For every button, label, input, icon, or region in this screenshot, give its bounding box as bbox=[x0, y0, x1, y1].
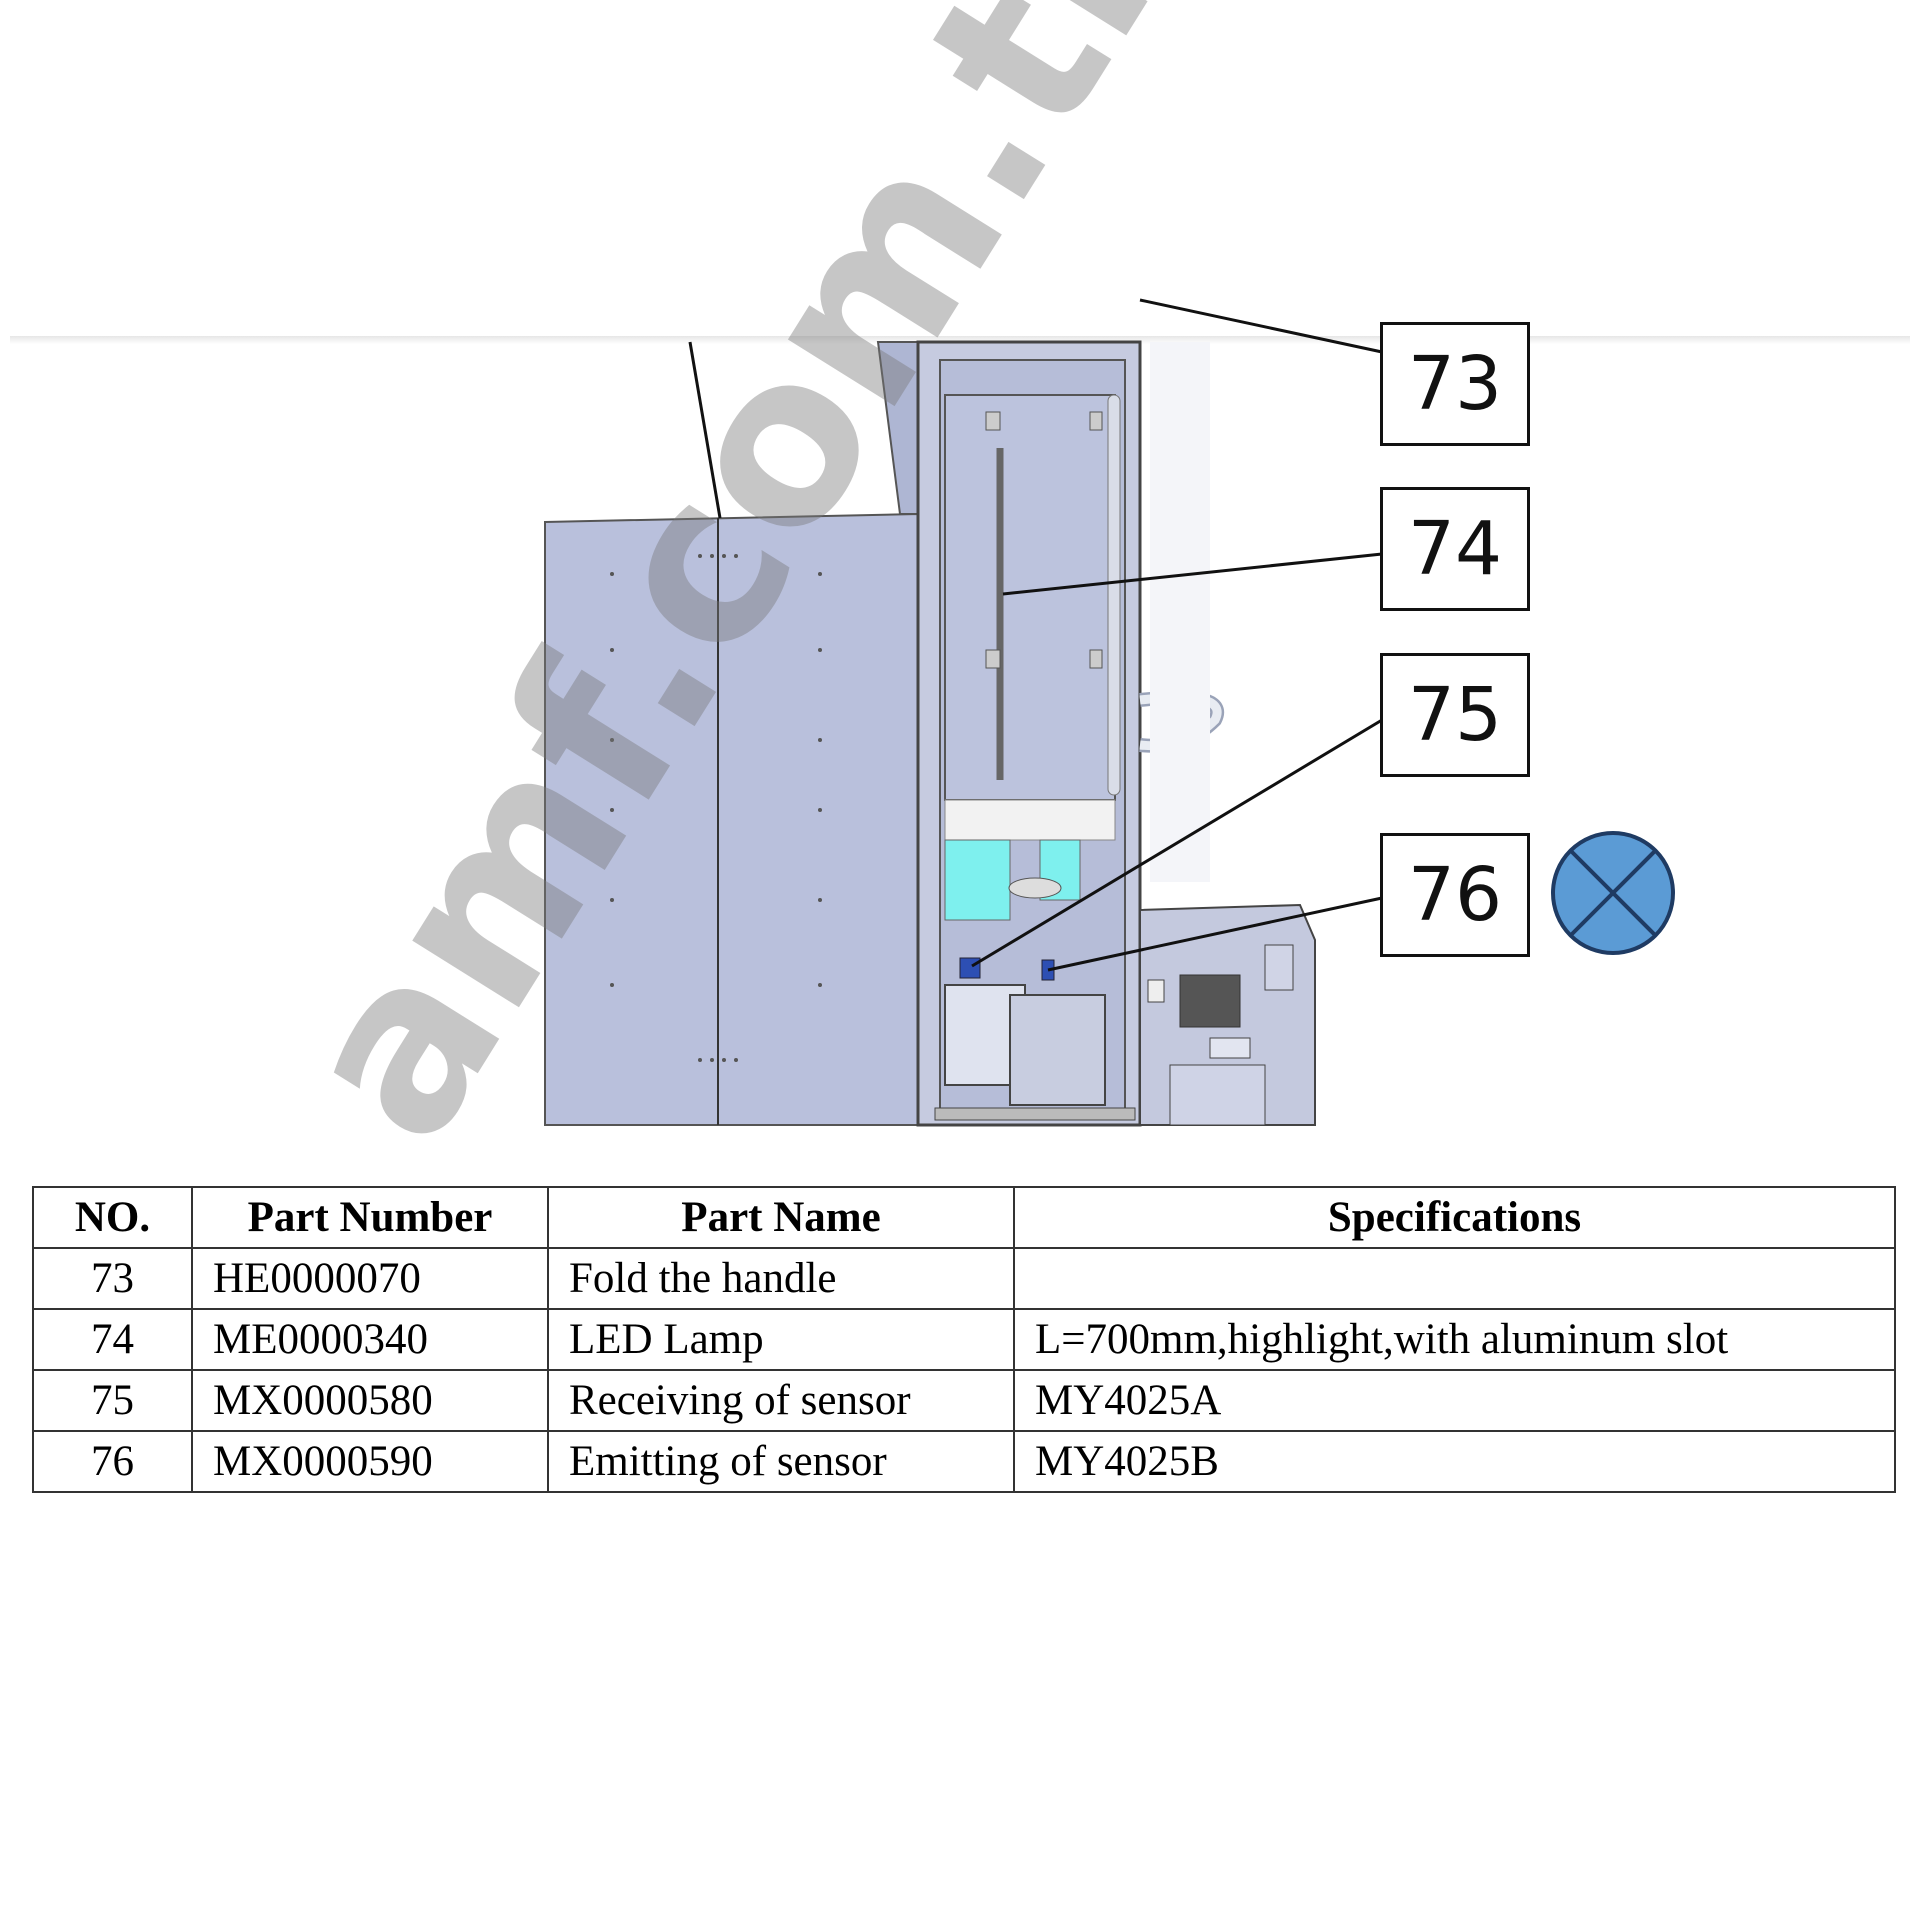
table-row: 73 HE0000070 Fold the handle bbox=[32, 1247, 1896, 1310]
callout-75: 75 bbox=[1380, 653, 1530, 777]
leader-76 bbox=[1047, 896, 1383, 972]
hinge-bottom bbox=[985, 649, 1001, 669]
table-row: 74 ME0000340 LED Lamp L=700mm,highlight,… bbox=[32, 1308, 1896, 1371]
column-edge bbox=[1150, 342, 1210, 882]
cell-part-number: MX0000580 bbox=[191, 1369, 549, 1432]
cell-specifications: L=700mm,highlight,with aluminum slot bbox=[1013, 1308, 1896, 1371]
circle-x-icon bbox=[1551, 831, 1675, 955]
leader-75 bbox=[971, 718, 1383, 968]
drop-box-right bbox=[1009, 994, 1106, 1106]
callout-76: 76 bbox=[1380, 833, 1530, 957]
leader-74 bbox=[1002, 552, 1383, 596]
cell-no: 76 bbox=[32, 1430, 193, 1493]
side-plate bbox=[1264, 944, 1294, 991]
vent-grille bbox=[1179, 974, 1241, 1028]
table-row: 75 MX0000580 Receiving of sensor MY4025A bbox=[32, 1369, 1896, 1432]
header-specifications: Specifications bbox=[1013, 1186, 1896, 1249]
side-label bbox=[1209, 1037, 1251, 1059]
callout-73: 73 bbox=[1380, 322, 1530, 446]
side-door bbox=[1169, 1064, 1266, 1126]
leader-73 bbox=[1139, 298, 1383, 354]
hinge-top bbox=[985, 411, 1001, 431]
cell-no: 74 bbox=[32, 1308, 193, 1371]
side-panel bbox=[544, 512, 919, 1126]
panel-rivets bbox=[610, 554, 822, 1062]
table-row: 76 MX0000590 Emitting of sensor MY4025B bbox=[32, 1430, 1896, 1493]
cyan-chute bbox=[944, 839, 1011, 921]
latch-top bbox=[1089, 411, 1103, 431]
cell-part-name: Emitting of sensor bbox=[547, 1430, 1015, 1493]
callout-74: 74 bbox=[1380, 487, 1530, 611]
cell-part-name: Fold the handle bbox=[547, 1247, 1015, 1310]
top-rule bbox=[10, 336, 1910, 344]
cell-specifications: MY4025B bbox=[1013, 1430, 1896, 1493]
cell-part-number: HE0000070 bbox=[191, 1247, 549, 1310]
header-part-name: Part Name bbox=[547, 1186, 1015, 1249]
table-header-row: NO. Part Number Part Name Specifications bbox=[32, 1186, 1896, 1249]
leader-top-left bbox=[688, 341, 722, 519]
parts-table: NO. Part Number Part Name Specifications… bbox=[32, 1186, 1896, 1493]
cell-part-name: Receiving of sensor bbox=[547, 1369, 1015, 1432]
cell-specifications: MY4025A bbox=[1013, 1369, 1896, 1432]
cell-part-number: MX0000590 bbox=[191, 1430, 549, 1493]
cell-no: 73 bbox=[32, 1247, 193, 1310]
cell-part-number: ME0000340 bbox=[191, 1308, 549, 1371]
header-part-number: Part Number bbox=[191, 1186, 549, 1249]
cell-no: 75 bbox=[32, 1369, 193, 1432]
lock bbox=[1147, 979, 1165, 1003]
door-seal bbox=[1107, 394, 1121, 796]
receiving-sensor bbox=[959, 957, 981, 979]
latch-bottom bbox=[1089, 649, 1103, 669]
light-window bbox=[944, 799, 1116, 841]
cup-holder bbox=[1008, 877, 1062, 899]
cell-specifications bbox=[1013, 1247, 1896, 1310]
cell-part-name: LED Lamp bbox=[547, 1308, 1015, 1371]
inner-door bbox=[944, 394, 1116, 801]
base-plate bbox=[934, 1107, 1136, 1121]
header-no: NO. bbox=[32, 1186, 193, 1249]
